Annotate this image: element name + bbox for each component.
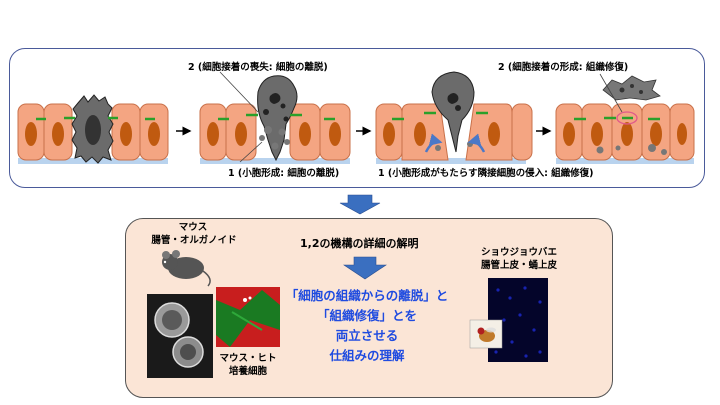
fly-icon [469, 319, 503, 349]
conclusion-line-3: 両立させる [335, 328, 399, 343]
culture-label-line2: 培養細胞 [228, 366, 267, 377]
label-vesicle-detach: 1 (小胞形成: 細胞の離脱) [228, 168, 340, 179]
stage-4-tissue [555, 73, 695, 164]
conclusion-line-1: 「細胞の組織からの離脱」と [285, 288, 449, 303]
conclusion-line-2: 「組織修復」とを [316, 308, 417, 323]
fly-label-line2: 腸管上皮・蛹上皮 [480, 260, 557, 271]
leader-top-right [599, 73, 623, 113]
conclusion-text: 「細胞の組織からの離脱」と 「組織修復」とを 両立させる 仕組みの理解 [282, 286, 452, 366]
culture-label-line1: マウス・ヒト [219, 353, 277, 364]
organoid-image [147, 294, 213, 378]
repair-highlight [616, 111, 638, 125]
mouse-icon [162, 250, 211, 287]
label-adhesion-loss: 2 (細胞接着の喪失: 細胞の離脱) [188, 62, 328, 73]
stage-3-tissue [375, 71, 533, 164]
mouse-label-line2: 腸管・オルガノイド [151, 235, 237, 246]
leader-top-left [219, 71, 259, 113]
leader-bottom-left [239, 141, 263, 163]
extruding-cell [257, 75, 298, 162]
extruded-cell [431, 71, 475, 153]
label-adhesion-repair: 2 (細胞接着の形成: 組織修復) [498, 62, 629, 73]
down-arrow-inner [343, 256, 387, 280]
down-arrow-main [339, 194, 381, 215]
mouse-label-line1: マウス [178, 222, 208, 233]
culture-cell-image [216, 287, 280, 347]
stage-1-tissue [17, 94, 169, 164]
shed-cell-debris [602, 75, 661, 101]
conclusion-line-4: 仕組みの理解 [329, 348, 405, 363]
fly-label-line1: ショウジョウバエ [480, 247, 557, 258]
stage-2-tissue [199, 71, 351, 164]
label-neighbor-invasion: 1 (小胞形成がもたらす隣接細胞の侵入: 組織修復) [378, 168, 594, 179]
bottom-title: 1,2の機構の詳細の解明 [300, 237, 419, 250]
